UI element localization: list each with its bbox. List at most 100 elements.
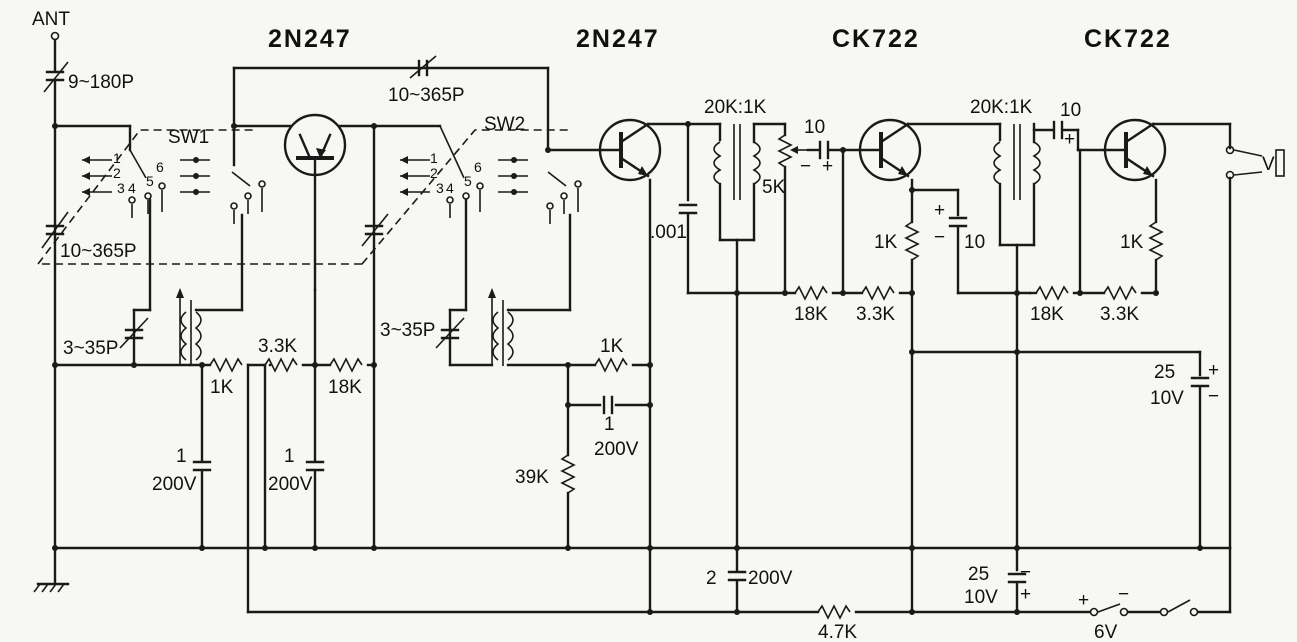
antenna-trimmer-capacitor <box>43 61 69 128</box>
resistor-4-7k <box>817 604 851 620</box>
supply-capacitor-25uf-lower <box>1007 572 1027 584</box>
trimmer2-label: 3~35P <box>380 320 435 341</box>
resistor-18k-stage3 <box>794 285 828 301</box>
cap10b-plus: + <box>934 200 945 221</box>
tuning-capacitor-top <box>409 55 437 79</box>
main-tuning-capacitor <box>41 211 69 249</box>
resistor-4-7k-label: 4.7K <box>818 622 857 642</box>
svg-text:5: 5 <box>146 173 154 189</box>
cap10b-minus: − <box>934 227 945 248</box>
bypass1-value: 1 <box>176 446 187 467</box>
bypass-capacitor-2 <box>305 460 325 550</box>
transistor-label-1: 2N247 <box>268 25 352 53</box>
interstage-transformer-2 <box>993 122 1054 247</box>
cap10a-minus: − <box>800 156 811 177</box>
svg-text:SW1: SW1 <box>168 127 209 148</box>
svg-text:3: 3 <box>436 180 444 196</box>
rf-coil-2 <box>488 288 514 366</box>
resistor-3-3k-stage3 <box>861 285 895 301</box>
junction-dots <box>52 121 1203 615</box>
c2-value: 2 <box>706 568 717 589</box>
transistor-q3 <box>858 118 922 182</box>
svg-text:4: 4 <box>128 180 136 196</box>
transistor-q1 <box>283 113 347 292</box>
antenna-symbol <box>50 31 60 72</box>
volume-potentiometer-5k <box>777 122 808 295</box>
transistor-label-3: CK722 <box>832 25 920 53</box>
svg-text:1: 1 <box>430 150 438 166</box>
bypass2-voltage: 200V <box>268 474 313 495</box>
resistor-3-3k-stage1-label: 3.3K <box>258 336 297 357</box>
emitter-bypass-capacitor-10 <box>948 216 968 228</box>
resistor-1k-stage4-emitter <box>1148 221 1164 261</box>
resistor-18k-stage4-label: 18K <box>1030 304 1064 325</box>
c25b-value: 25 <box>968 564 989 585</box>
trimmer1-label: 3~35P <box>63 338 118 359</box>
ganged-switch-link <box>37 129 570 265</box>
trimmer-capacitor-1 <box>119 317 149 349</box>
resistor-18k-stage4 <box>1035 285 1069 301</box>
bypass2-value: 1 <box>284 446 295 467</box>
interstage-transformer-1 <box>686 122 787 242</box>
resistor-1k-detector-label: 1K <box>600 336 624 357</box>
battery-6v <box>1089 603 1129 617</box>
rf-coil-1 <box>176 288 244 366</box>
supply-capacitor-2uf <box>727 570 747 582</box>
output-jack <box>1225 122 1285 180</box>
transformer2-ratio: 20K:1K <box>970 97 1033 118</box>
supply-capacitor-25uf-right <box>1190 376 1210 388</box>
svg-text:3: 3 <box>117 180 125 196</box>
resistor-18k-stage1-label: 18K <box>328 377 362 398</box>
battery-minus: − <box>1118 584 1129 605</box>
resistor-1k-stage3-emitter-label: 1K <box>874 232 898 253</box>
cap10a-plus: + <box>822 156 833 177</box>
coupling-capacitor-10-a <box>818 140 830 160</box>
svg-text:4: 4 <box>446 180 454 196</box>
potentiometer-label: 5K <box>762 177 786 198</box>
bypass-capacitor-1 <box>192 460 212 550</box>
svg-text:6: 6 <box>156 159 164 175</box>
transistor-label-4: CK722 <box>1084 25 1172 53</box>
antenna-label: ANT <box>32 9 70 30</box>
resistor-3-3k-stage4-label: 3.3K <box>1100 304 1139 325</box>
resistor-1k-stage1-label: 1K <box>210 377 234 398</box>
svg-text:6: 6 <box>474 159 482 175</box>
resistor-1k-stage4-emitter-label: 1K <box>1120 232 1144 253</box>
coupling-capacitor-10-c <box>1052 120 1064 140</box>
resistor-39k <box>560 454 576 494</box>
cap10c-label: 10 <box>1060 100 1081 121</box>
transistor-q4 <box>1103 118 1167 182</box>
c25a-plus: + <box>1208 360 1219 381</box>
antenna-trimmer-label: 9~180P <box>68 72 134 93</box>
bypass1-voltage: 200V <box>152 474 197 495</box>
power-switch <box>1159 599 1199 617</box>
resistor-18k-stage3-label: 18K <box>794 304 828 325</box>
resistor-1k-stage1 <box>209 357 243 373</box>
svg-text:2: 2 <box>430 165 438 181</box>
output-label: V <box>1262 154 1275 175</box>
band-switch-sw1: SW1 1 2 3 4 5 6 <box>82 127 266 224</box>
coupling-cap-voltage: 200V <box>594 439 639 460</box>
transformer1-ratio: 20K:1K <box>704 97 767 118</box>
c25a-voltage: 10V <box>1150 388 1184 409</box>
c25b-voltage: 10V <box>964 587 998 608</box>
transistor-q2 <box>598 118 662 182</box>
resistor-39k-label: 39K <box>515 467 549 488</box>
c25a-minus: − <box>1208 386 1219 407</box>
resistor-1k-stage3-emitter <box>904 221 920 261</box>
transistor-label-2: 2N247 <box>576 25 660 53</box>
ground-symbol <box>33 546 70 593</box>
svg-text:2: 2 <box>113 165 121 181</box>
coupling-cap-value: 1 <box>604 414 615 435</box>
svg-text:1: 1 <box>113 150 121 166</box>
svg-text:SW2: SW2 <box>484 114 525 135</box>
band-switch-sw2: SW2 1 2 3 4 5 6 <box>400 114 582 224</box>
c25b-plus: + <box>1020 584 1031 605</box>
cap10c-plus: + <box>1064 129 1075 150</box>
svg-text:5: 5 <box>464 173 472 189</box>
resistor-3-3k-stage3-label: 3.3K <box>856 304 895 325</box>
capacitor-001-label: .001 <box>650 222 687 243</box>
cap10a-label: 10 <box>804 117 825 138</box>
tracking-capacitor <box>361 213 389 247</box>
